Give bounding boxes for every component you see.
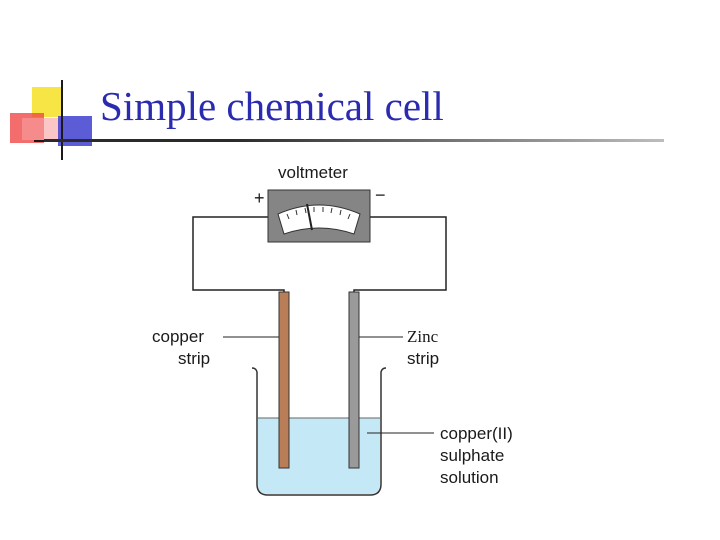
voltmeter-ticks: [286, 207, 351, 220]
voltmeter-label: voltmeter: [278, 163, 348, 182]
solution: [258, 418, 380, 494]
yellow-square: [32, 87, 62, 117]
zinc-strip-label-line1: Zinc: [407, 327, 439, 346]
negative-terminal-label: −: [375, 185, 386, 205]
copper-strip-label-line1: copper: [152, 327, 204, 346]
beaker: [251, 367, 387, 496]
voltmeter-dial: [277, 204, 361, 235]
left-wire: [192, 216, 285, 294]
copper-strip: [278, 291, 290, 469]
title-underline: [44, 139, 664, 142]
zinc-strip-label-line2: strip: [407, 349, 440, 368]
zinc-strip: [348, 291, 360, 469]
solution-label-line1: copper(II): [440, 424, 513, 443]
voltmeter-needle: [306, 203, 313, 231]
slide-title: Simple chemical cell: [100, 83, 444, 129]
right-wire: [353, 216, 447, 294]
positive-terminal-label: +: [254, 188, 265, 208]
solution-label-line3: solution: [440, 468, 499, 487]
pink-square: [22, 118, 62, 140]
copper-strip-label-line2: strip: [178, 349, 211, 368]
solution-label-line2: sulphate: [440, 446, 505, 465]
